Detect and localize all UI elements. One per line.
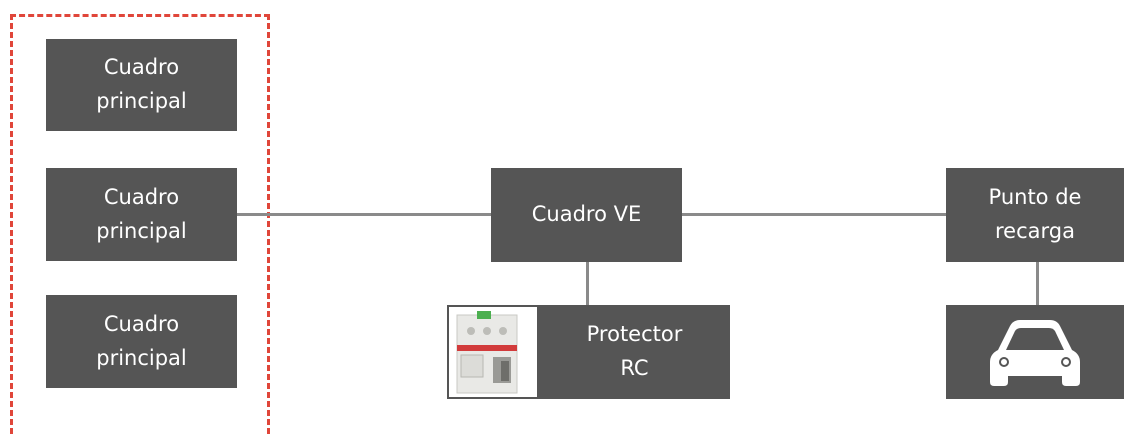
- main-panel-bottom-label: Cuadro principal: [96, 311, 187, 370]
- connector-cuadro-ve-to-charge-point: [682, 213, 946, 216]
- breaker-icon: [456, 311, 518, 394]
- connector-panel-to-cuadro-ve: [237, 213, 491, 216]
- cuadro-ve-box: Cuadro VE: [491, 168, 682, 262]
- main-panel-bottom: Cuadro principal: [46, 295, 237, 388]
- protector-rc-box: Protector RC: [539, 305, 730, 399]
- main-panel-top-label: Cuadro principal: [96, 55, 187, 113]
- connector-cuadro-ve-to-protector: [586, 262, 589, 305]
- charge-point-label: Punto de recarga: [988, 185, 1082, 243]
- main-panel-middle: Cuadro principal: [46, 168, 237, 261]
- rc-protector-device-image: [447, 305, 539, 399]
- protector-rc-label: Protector RC: [586, 322, 683, 380]
- main-panel-top: Cuadro principal: [46, 39, 237, 131]
- car-icon: [990, 320, 1080, 386]
- charge-point-box: Punto de recarga: [946, 168, 1124, 262]
- grouping-dashed-border: [10, 14, 270, 434]
- cuadro-ve-label: Cuadro VE: [531, 202, 642, 227]
- main-panel-middle-label: Cuadro principal: [96, 184, 187, 243]
- connector-charge-point-to-car: [1036, 262, 1039, 305]
- vehicle-box: [946, 305, 1124, 399]
